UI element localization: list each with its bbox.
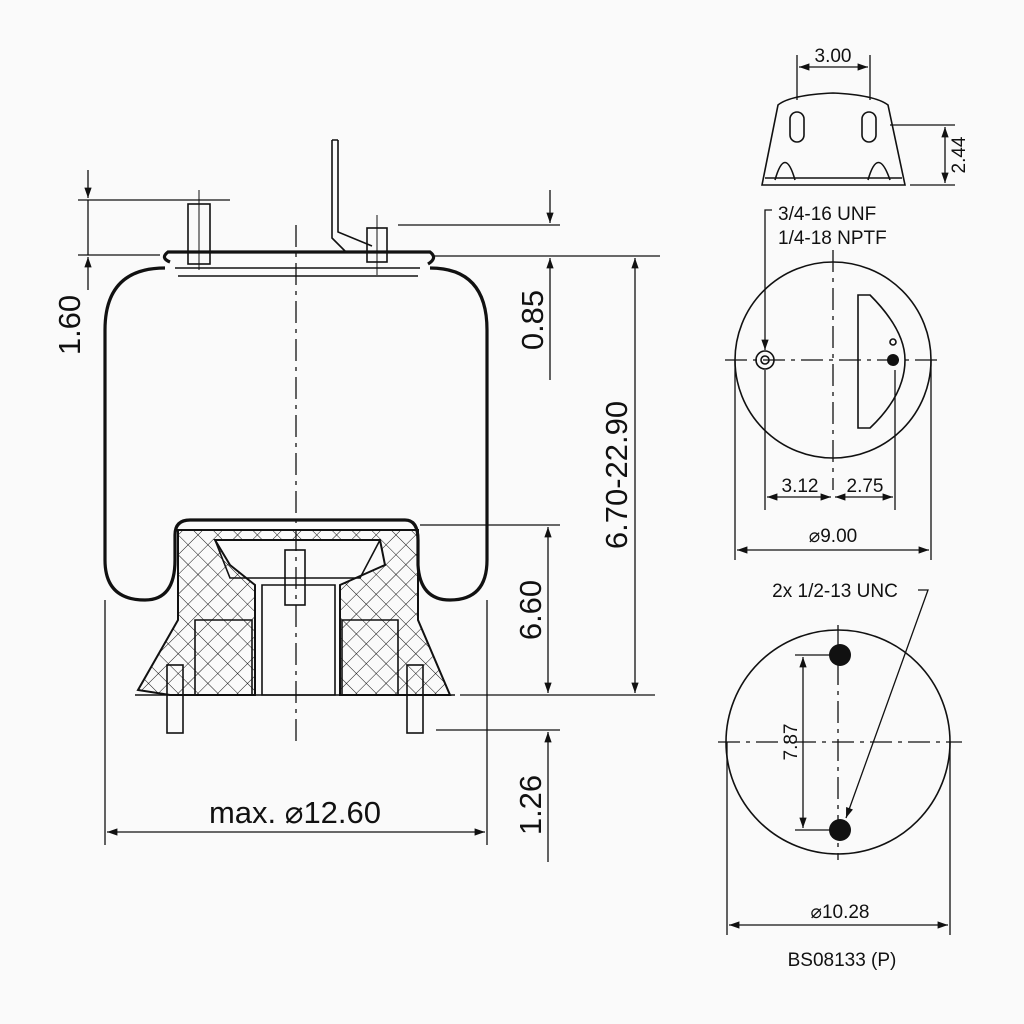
mounting-hole	[829, 644, 851, 666]
piston-hatched-section	[136, 529, 452, 696]
bracket-view: 3.00 2.44	[761, 46, 970, 186]
dim-hole-spacing: 7.87	[781, 724, 802, 761]
dim-bottom-diameter: ⌀10.28	[811, 902, 870, 923]
thread-label: 2x 1/2-13 UNC	[772, 581, 898, 602]
dim-top-diameter: ⌀9.00	[809, 526, 857, 547]
bottom-plan-view: 2x 1/2-13 UNC 7.87 ⌀10.28 BS08133 (P)	[718, 581, 962, 971]
thread-label-2: 1/4-18 NPTF	[778, 228, 887, 249]
dim-stud-height: 0.85	[515, 290, 550, 350]
bellows	[103, 266, 489, 602]
dim-bracket-height: 2.44	[949, 136, 970, 173]
thread-label-1: 3/4-16 UNF	[778, 204, 876, 225]
mounting-hole	[829, 819, 851, 841]
dim-bracket-width: 3.00	[815, 46, 852, 67]
dim-height-range: 6.70-22.90	[599, 401, 634, 549]
dim-top-bead: 1.60	[52, 295, 87, 355]
bottom-stud-right	[406, 664, 424, 734]
dim-right: 2.75	[847, 476, 884, 497]
part-number: BS08133 (P)	[788, 950, 897, 971]
top-plate	[162, 250, 436, 266]
bottom-stud-left	[166, 664, 184, 734]
side-view: 1.60 0.85 6.70-22.90 6.60 1.26 max. ⌀12.…	[52, 139, 660, 862]
mounting-bracket	[331, 139, 373, 253]
dim-left: 3.12	[782, 476, 819, 497]
dim-max-diameter: max. ⌀12.60	[209, 795, 381, 830]
dim-bottom-stud: 1.26	[513, 775, 548, 835]
top-plan-view: 3/4-16 UNF 1/4-18 NPTF 3.12 2.75 ⌀9.00	[725, 204, 940, 560]
dim-piston-height: 6.60	[513, 580, 548, 640]
center-bolt	[284, 549, 306, 606]
